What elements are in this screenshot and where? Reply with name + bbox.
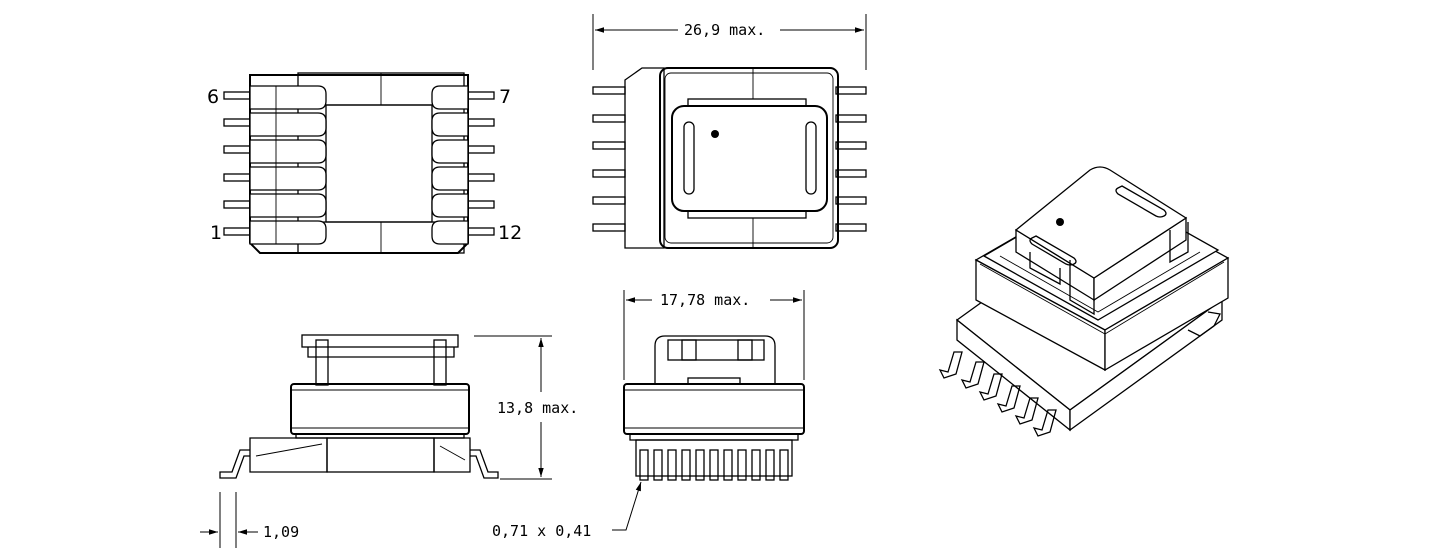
side-view: 13,8 max. 1,09 bbox=[200, 334, 578, 548]
mid-right-pins bbox=[835, 86, 867, 232]
end-view-pins bbox=[639, 449, 789, 481]
left-lobes bbox=[249, 85, 327, 245]
pin-label-12: 12 bbox=[498, 222, 522, 244]
mid-left-pins bbox=[592, 86, 626, 232]
dim-length: 26,9 max. bbox=[684, 21, 765, 39]
top-view-cover: 26,9 max. bbox=[592, 14, 867, 249]
pin-label-6: 6 bbox=[207, 86, 219, 108]
end-view: 17,78 max. 0,71 x 0,41 bbox=[492, 290, 805, 540]
isometric-view bbox=[938, 166, 1230, 437]
dim-height: 13,8 max. bbox=[497, 399, 578, 417]
iso-pin1-marker-dot bbox=[1056, 218, 1064, 226]
pin1-marker-dot bbox=[711, 130, 719, 138]
dim-standoff: 1,09 bbox=[263, 523, 299, 541]
dim-pin-section: 0,71 x 0,41 bbox=[492, 522, 591, 540]
dim-width: 17,78 max. bbox=[660, 291, 750, 309]
iso-pins bbox=[938, 311, 1221, 437]
left-pins bbox=[223, 91, 251, 236]
right-pins bbox=[467, 91, 495, 236]
top-view: 6 7 1 12 bbox=[207, 72, 522, 254]
right-lobes bbox=[431, 85, 469, 245]
pin-label-1: 1 bbox=[210, 222, 222, 244]
pin-label-7: 7 bbox=[499, 86, 511, 108]
